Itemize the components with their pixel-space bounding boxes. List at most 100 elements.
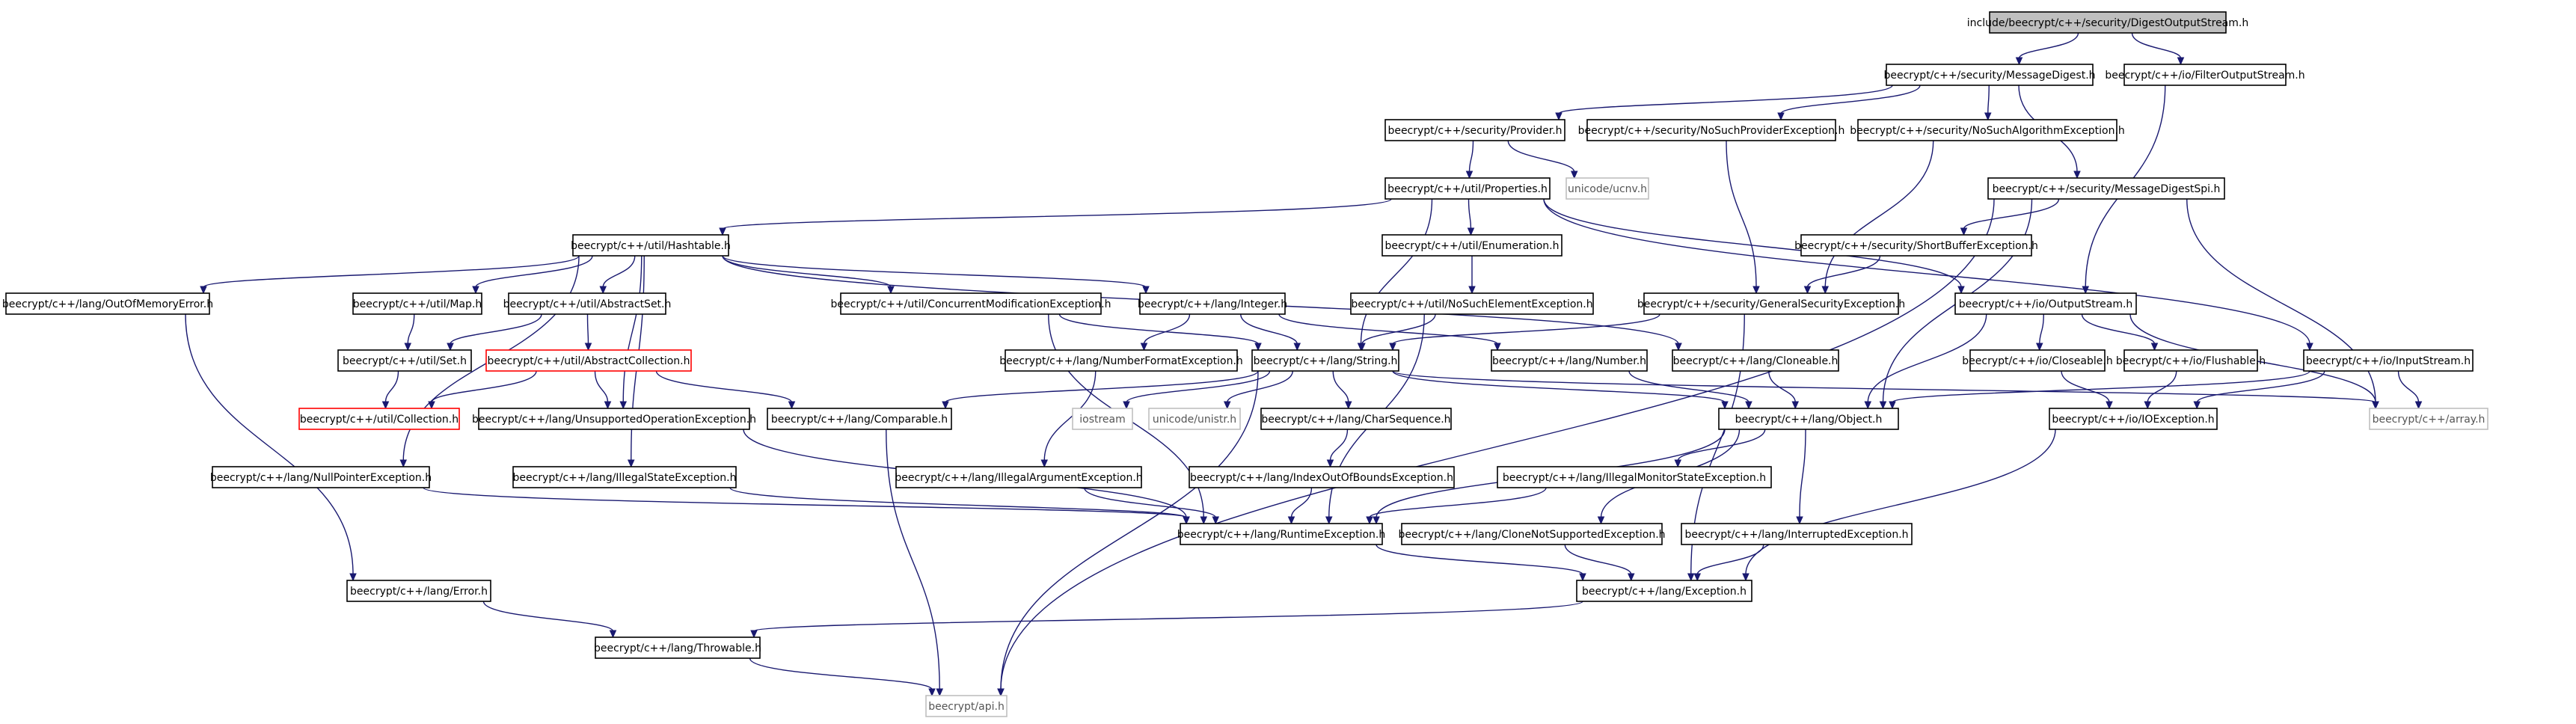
- arrowhead-icon: [2073, 171, 2081, 180]
- node-box: [1886, 64, 2094, 86]
- node-box: [840, 292, 1102, 315]
- node-beecrypt-c-io-inputstream-h[interactable]: beecrypt/c++/io/InputStream.h: [2303, 349, 2474, 372]
- arrowhead-icon: [788, 401, 796, 410]
- edge-line: [1043, 370, 1097, 461]
- arrowhead-icon: [887, 286, 895, 295]
- node-label: beecrypt/c++/io/FilterOutputStream.h: [2105, 70, 2304, 82]
- node-beecrypt-c-util-map-h[interactable]: beecrypt/c++/util/Map.h: [352, 292, 482, 315]
- node-beecrypt-c-io-ioexception-h[interactable]: beecrypt/c++/io/IOException.h: [2049, 408, 2218, 430]
- node-beecrypt-c-lang-throwable-h[interactable]: beecrypt/c++/lang/Throwable.h: [594, 636, 761, 659]
- node-beecrypt-c-security-generalsecurityexception-h[interactable]: beecrypt/c++/security/GeneralSecurityExc…: [1637, 292, 1905, 315]
- node-beecrypt-c-io-filteroutputstream-h[interactable]: beecrypt/c++/io/FilterOutputStream.h: [2105, 64, 2305, 86]
- node-beecrypt-c-lang-outofmemoryerror-h[interactable]: beecrypt/c++/lang/OutOfMemoryError.h: [2, 292, 213, 315]
- node-beecrypt-c-lang-error-h[interactable]: beecrypt/c++/lang/Error.h: [346, 580, 491, 602]
- node-box: [512, 466, 737, 488]
- arrowhead-icon: [1957, 286, 1965, 295]
- node-box: [1565, 177, 1649, 200]
- node-beecrypt-c-io-outputstream-h[interactable]: beecrypt/c++/io/OutputStream.h: [1954, 292, 2137, 315]
- arrowhead-icon: [2015, 57, 2023, 66]
- node-beecrypt-c-lang-illegalstateexception-h[interactable]: beecrypt/c++/lang/IllegalStateException.…: [512, 466, 737, 488]
- edge-line: [185, 313, 354, 575]
- node-label: beecrypt/c++/lang/OutOfMemoryError.h: [2, 298, 213, 310]
- node-beecrypt-c-lang-illegalmonitorstateexception-h[interactable]: beecrypt/c++/lang/IllegalMonitorStateExc…: [1497, 466, 1772, 488]
- edge-string-to-api: [997, 370, 1259, 697]
- node-beecrypt-c-lang-indexoutofboundsexception-h[interactable]: beecrypt/c++/lang/IndexOutOfBoundsExcept…: [1189, 466, 1455, 488]
- edge-line: [722, 198, 1392, 230]
- edge-object-to-illegalmon: [1674, 429, 1766, 468]
- node-box: [595, 636, 761, 659]
- node-beecrypt-c-security-messagedigestspi-h[interactable]: beecrypt/c++/security/MessageDigestSpi.h: [1987, 177, 2225, 200]
- edge-interrupted-to-exception: [1693, 544, 1764, 582]
- edge-line: [594, 370, 609, 403]
- edge-line: [2039, 313, 2044, 345]
- node-beecrypt-c-util-abstractcollection-h[interactable]: beecrypt/c++/util/AbstractCollection.h: [485, 349, 692, 372]
- arrowhead-icon: [1465, 171, 1473, 180]
- node-beecrypt-c-io-closeable-h[interactable]: beecrypt/c++/io/Closeable.h: [1962, 349, 2113, 372]
- node-beecrypt-c-util-set-h[interactable]: beecrypt/c++/util/Set.h: [337, 349, 472, 372]
- edge-line: [1768, 370, 1796, 403]
- node-beecrypt-c-lang-illegalargumentexception-h[interactable]: beecrypt/c++/lang/IllegalArgumentExcepti…: [895, 466, 1143, 488]
- node-beecrypt-c-lang-number-h[interactable]: beecrypt/c++/lang/Number.h: [1491, 349, 1648, 372]
- node-beecrypt-c-security-nosuchalgorithmexception-h[interactable]: beecrypt/c++/security/NoSuchAlgorithmExc…: [1850, 119, 2125, 141]
- node-beecrypt-c-lang-numberformatexception-h[interactable]: beecrypt/c++/lang/NumberFormatException.…: [999, 349, 1243, 372]
- node-beecrypt-c-io-flushable-h[interactable]: beecrypt/c++/io/Flushable.h: [2116, 349, 2266, 372]
- node-beecrypt-c-security-messagedigest-h[interactable]: beecrypt/c++/security/MessageDigest.h: [1883, 64, 2096, 86]
- edge-line: [753, 601, 1583, 632]
- edge-nullptr-to-runtime: [423, 487, 1190, 525]
- node-label: beecrypt/c++/lang/InterruptedException.h: [1684, 529, 1908, 541]
- node-beecrypt-c-util-properties-h[interactable]: beecrypt/c++/util/Properties.h: [1384, 177, 1551, 200]
- node-beecrypt-c-security-nosuchproviderexception-h[interactable]: beecrypt/c++/security/NoSuchProviderExce…: [1578, 119, 1845, 141]
- node-beecrypt-c-lang-string-h[interactable]: beecrypt/c++/lang/String.h: [1251, 349, 1399, 372]
- node-beecrypt-c-lang-runtimeexception-h[interactable]: beecrypt/c++/lang/RuntimeException.h: [1177, 523, 1385, 545]
- node-beecrypt-c-lang-object-h[interactable]: beecrypt/c++/lang/Object.h: [1718, 408, 1899, 430]
- node-beecrypt-c-util-abstractset-h[interactable]: beecrypt/c++/util/AbstractSet.h: [503, 292, 672, 315]
- node-beecrypt-c-lang-interruptedexception-h[interactable]: beecrypt/c++/lang/InterruptedException.h: [1681, 523, 1913, 545]
- node-beecrypt-c-util-collection-h[interactable]: beecrypt/c++/util/Collection.h: [298, 408, 460, 430]
- edge-line: [1361, 313, 1436, 345]
- node-beecrypt-c-lang-charsequence-h[interactable]: beecrypt/c++/lang/CharSequence.h: [1260, 408, 1452, 430]
- node-label: beecrypt/c++/io/Flushable.h: [2116, 355, 2266, 367]
- edge-line: [1745, 429, 2056, 575]
- node-beecrypt-c-security-shortbufferexception-h[interactable]: beecrypt/c++/security/ShortBufferExcepti…: [1794, 234, 2038, 257]
- arrowhead-icon: [1674, 459, 1682, 468]
- node-box: [1987, 177, 2225, 200]
- node-label: beecrypt/c++/io/InputStream.h: [2306, 355, 2471, 367]
- node-beecrypt-c-util-enumeration-h[interactable]: beecrypt/c++/util/Enumeration.h: [1381, 234, 1563, 257]
- node-include-beecrypt-c-security-digestoutputstream-h[interactable]: include/beecrypt/c++/security/DigestOutp…: [1967, 11, 2248, 34]
- edge-charseq-to-indexoob: [1326, 429, 1349, 468]
- edge-error-to-throwable: [482, 601, 617, 639]
- node-beecrypt-c-lang-comparable-h[interactable]: beecrypt/c++/lang/Comparable.h: [767, 408, 952, 430]
- node-box: [1681, 523, 1913, 545]
- edge-properties-to-outputstream: [1543, 198, 1965, 295]
- node-beecrypt-c-lang-unsupportedoperationexception-h[interactable]: beecrypt/c++/lang/UnsupportedOperationEx…: [472, 408, 756, 430]
- node-box: [1384, 119, 1565, 141]
- arrowhead-icon: [750, 630, 758, 639]
- edge-line: [1369, 487, 1547, 518]
- edge-line: [1892, 370, 2310, 403]
- node-beecrypt-c-lang-exception-h[interactable]: beecrypt/c++/lang/Exception.h: [1576, 580, 1752, 602]
- node-label: unicode/unistr.h: [1153, 414, 1236, 426]
- arrowhead-icon: [2150, 343, 2159, 352]
- edge-line: [2018, 32, 2079, 59]
- arrowhead-icon: [1344, 401, 1352, 410]
- node-beecrypt-c-lang-clonenotsupportedexception-h[interactable]: beecrypt/c++/lang/CloneNotSupportedExcep…: [1398, 523, 1666, 545]
- node-beecrypt-c-util-nosuchelementexception-h[interactable]: beecrypt/c++/util/NoSuchElementException…: [1350, 292, 1594, 315]
- edge-hashtable-to-map: [472, 255, 593, 295]
- edge-line: [1376, 544, 1583, 575]
- arrowhead-icon: [1597, 516, 1605, 525]
- edge-integer-to-number: [1278, 313, 1501, 352]
- node-beecrypt-c-util-hashtable-h[interactable]: beecrypt/c++/util/Hashtable.h: [571, 234, 731, 257]
- node-label: beecrypt/c++/util/AbstractSet.h: [503, 298, 672, 310]
- edge-line: [203, 255, 580, 288]
- edge-properties-to-enumeration: [1467, 198, 1475, 236]
- edge-numfmt-to-illegalarg: [1040, 370, 1097, 468]
- node-label: beecrypt/c++/lang/IndexOutOfBoundsExcept…: [1190, 472, 1453, 484]
- node-beecrypt-c-security-provider-h[interactable]: beecrypt/c++/security/Provider.h: [1384, 119, 1565, 141]
- node-beecrypt-c-lang-cloneable-h[interactable]: beecrypt/c++/lang/Cloneable.h: [1672, 349, 1839, 372]
- edge-closeable-to-ioexc: [2061, 370, 2113, 410]
- node-beecrypt-c-lang-integer-h[interactable]: beecrypt/c++/lang/Integer.h: [1138, 292, 1287, 315]
- node-beecrypt-c-util-concurrentmodificationexception-h[interactable]: beecrypt/c++/util/ConcurrentModification…: [831, 292, 1111, 315]
- arrowhead-icon: [609, 630, 617, 639]
- node-beecrypt-c-lang-nullpointerexception-h[interactable]: beecrypt/c++/lang/NullPointerException.h: [210, 466, 432, 488]
- node-label: beecrypt/c++/security/Provider.h: [1387, 125, 1562, 137]
